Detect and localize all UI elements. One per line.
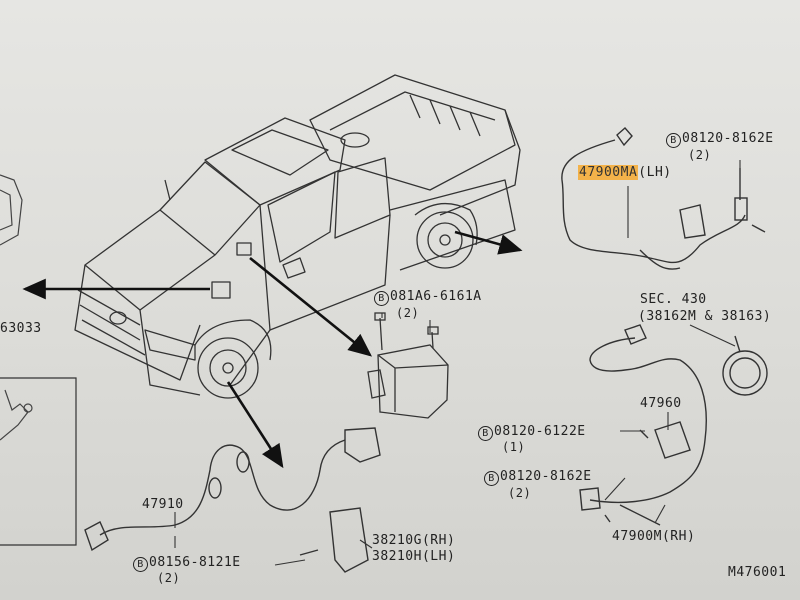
left-partner-ref-label: 63033	[0, 321, 42, 336]
left-component-fragment	[0, 174, 33, 441]
bolt-part-number: 08120-6122E	[494, 424, 586, 439]
front-rh-sensor-label: 47900M(RH)	[612, 530, 695, 544]
rear-sensor-label: 47960	[640, 396, 682, 411]
bolt-part-number: 081A6-6161A	[390, 289, 482, 304]
bolt-mark-icon: B	[133, 557, 148, 572]
bolt-top-right-qty: (2)	[688, 148, 712, 162]
bolt-part-number: 08156-8121E	[149, 555, 241, 570]
truck-illustration	[74, 74, 521, 399]
bolt-mark-icon: B	[374, 291, 389, 306]
front-lh-sensor-harness	[561, 127, 766, 270]
front-lh-sensor-label: 47900MA(LH)	[578, 165, 672, 180]
side-text: (RH)	[661, 529, 696, 544]
pointer-arrows	[22, 230, 523, 469]
left-panel-frame	[0, 377, 77, 546]
bolt-mark-icon: B	[484, 471, 499, 486]
part-number: 47900M	[612, 529, 662, 544]
bolt-mark-icon: B	[666, 133, 681, 148]
actuator-unit	[367, 312, 449, 419]
bolt-mid-right-qty: (1)	[502, 440, 526, 454]
bolt-part-number: 08120-8162E	[682, 131, 774, 146]
section-ref-label: SEC. 430	[640, 292, 707, 307]
rear-sensor-harness	[579, 324, 768, 526]
side-text: (LH)	[638, 165, 672, 180]
bolt-mark-icon: B	[478, 426, 493, 441]
figure-code: M476001	[728, 565, 787, 580]
highlighted-part-number: 47900MA	[578, 165, 639, 180]
left-sensor-harness	[84, 427, 381, 573]
leader-lines	[174, 160, 741, 566]
bolt-actuator-qty: (2)	[396, 306, 420, 320]
bolt-lower-left-qty: (2)	[157, 571, 181, 585]
bolt-part-number: 08120-8162E	[500, 469, 592, 484]
left-sensor-label: 47910	[142, 497, 184, 512]
bolt-lower-right-qty: (2)	[508, 486, 532, 500]
bracket-lh-label: 38210H(LH)	[372, 549, 456, 564]
bracket-rh-label: 38210G(RH)	[372, 533, 456, 548]
section-ref-parts: (38162M & 38163)	[638, 309, 772, 324]
